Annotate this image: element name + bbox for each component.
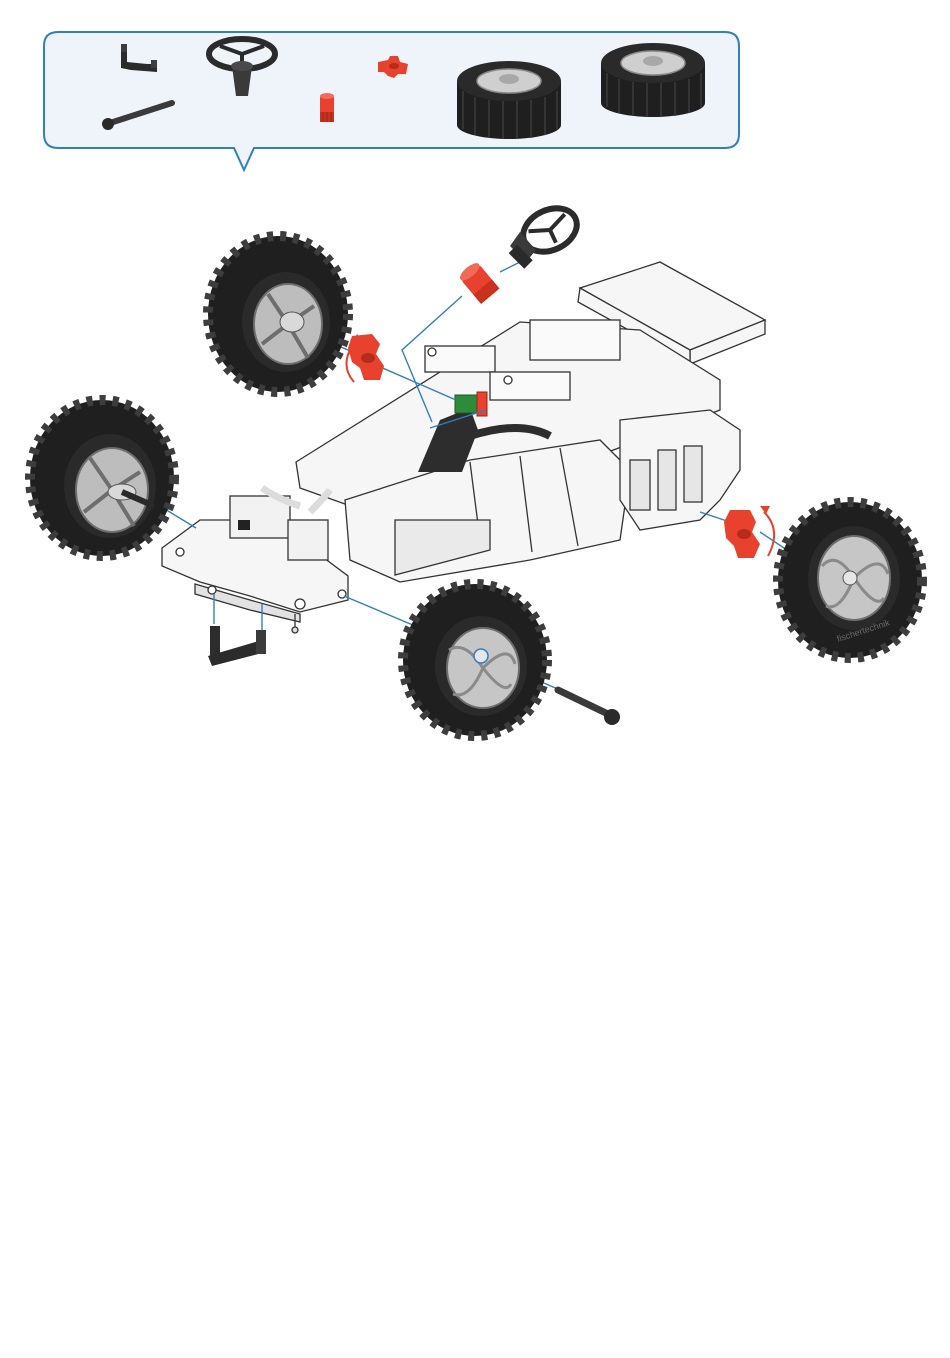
wheel-rear-left bbox=[403, 584, 547, 736]
wing-nut-icon bbox=[724, 510, 760, 558]
part-hub-nut-icon bbox=[320, 93, 334, 122]
crank-icon bbox=[208, 626, 266, 666]
hub-nut-icon bbox=[457, 260, 499, 304]
wheel-front-far-left bbox=[30, 400, 174, 556]
car-assembly: fischertechnik bbox=[30, 200, 922, 736]
parts-callout bbox=[44, 32, 739, 170]
green-connector bbox=[455, 395, 477, 413]
rotation-arrow-icon bbox=[764, 512, 774, 556]
part-wheel-icon bbox=[457, 61, 561, 139]
wheel-front-left bbox=[208, 236, 348, 392]
part-wheel-icon bbox=[601, 43, 705, 117]
axle-icon bbox=[558, 690, 620, 725]
